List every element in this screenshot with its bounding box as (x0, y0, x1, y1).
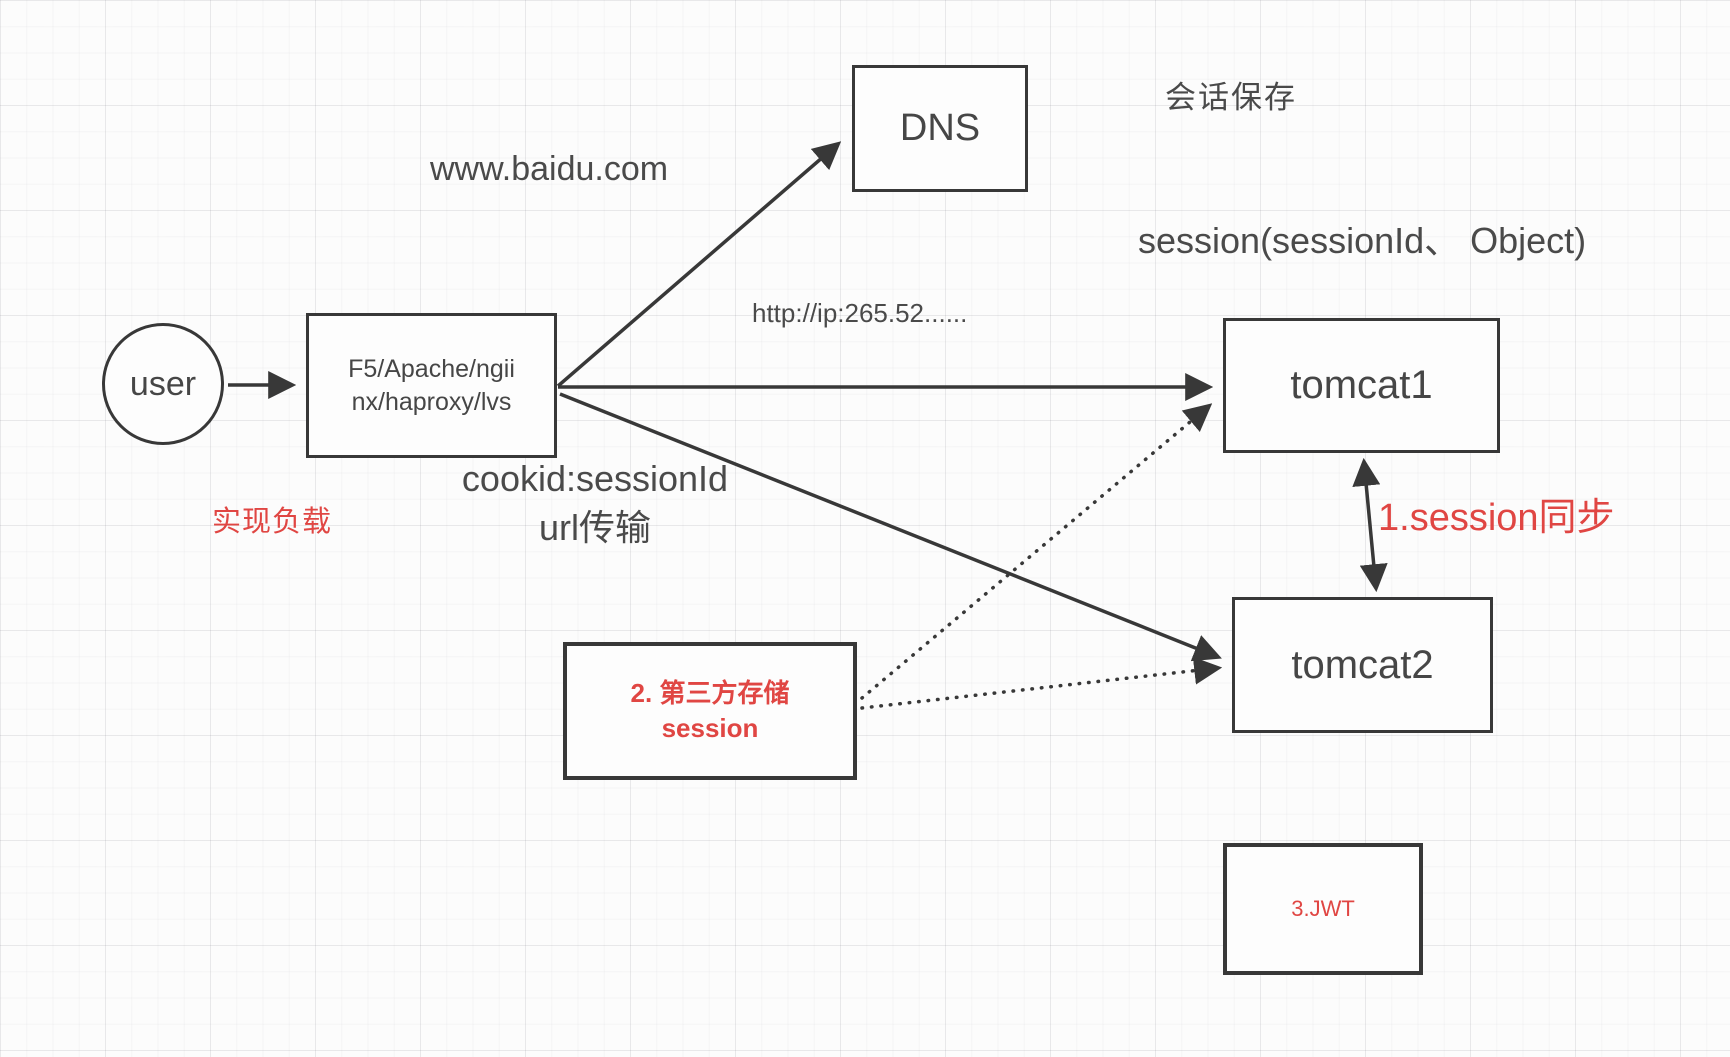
node-tomcat1: tomcat1 (1223, 318, 1500, 453)
node-jwt: 3.JWT (1223, 843, 1423, 975)
node-load-balancer-label-line2: nx/haproxy/lvs (351, 387, 512, 416)
annotation-session-sync: 1.session同步 (1378, 497, 1615, 539)
arrow-session-sync-tomcat1-tomcat2 (1352, 457, 1388, 593)
annotation-load-note: 实现负载 (212, 506, 333, 538)
diagram-title: 会话保存 (1165, 80, 1297, 115)
node-third-party-store-label-line2: session (661, 713, 759, 743)
node-dns-label: DNS (899, 107, 981, 149)
arrow-loadbalancer-to-dns (556, 141, 842, 388)
node-jwt-label: 3.JWT (1291, 896, 1355, 921)
annotation-http-ip: http://ip:265.52...... (752, 298, 968, 328)
annotation-cookid-line2: url传输 (538, 506, 651, 548)
annotation-www-baidu: www.baidu.com (430, 150, 669, 188)
node-tomcat2-label: tomcat2 (1291, 642, 1434, 687)
node-user: user (102, 323, 224, 445)
arrow-loadbalancer-to-tomcat2 (559, 392, 1222, 662)
node-dns: DNS (852, 65, 1028, 192)
node-third-party-session-store: 2. 第三方存储 session (563, 642, 857, 780)
node-user-label: user (129, 364, 197, 403)
node-tomcat2: tomcat2 (1232, 597, 1493, 733)
node-third-party-store-label-line1: 2. 第三方存储 (630, 677, 790, 708)
node-load-balancer-label-line1: F5/Apache/ngii (348, 355, 515, 383)
dotted-arrow-store-to-tomcat2 (860, 656, 1223, 710)
annotation-session-info: session(sessionId、 Object) (1138, 220, 1587, 261)
annotation-cookid-sessionid: cookid:sessionId url传输 (420, 455, 770, 552)
dotted-arrow-store-to-tomcat1 (860, 403, 1213, 700)
node-load-balancer: F5/Apache/ngii nx/haproxy/lvs (306, 313, 557, 458)
annotation-cookid-line1: cookid:sessionId (461, 458, 729, 499)
node-tomcat1-label: tomcat1 (1290, 363, 1433, 407)
